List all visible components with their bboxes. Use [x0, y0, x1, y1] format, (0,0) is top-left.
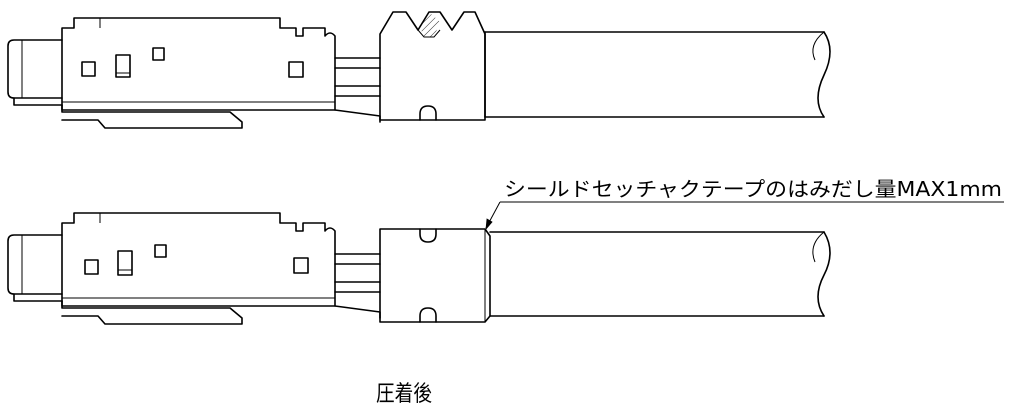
note-label: シールドセッチャクテープのはみだし量MAX1mm: [504, 177, 1002, 201]
note-leader: [485, 201, 1004, 231]
wire-leads-top: [334, 57, 381, 123]
connector-assembly-top: [7, 11, 831, 129]
caption-label: 圧着後: [376, 382, 432, 407]
cable-top: [484, 31, 831, 118]
wire-leads-bottom: [334, 253, 381, 319]
crimp-ferrule-top: [379, 11, 486, 121]
connector-assembly-bottom: [7, 201, 1004, 325]
cable-bottom: [489, 231, 831, 317]
crimp-ferrule-bottom: [379, 228, 491, 323]
plug-tip-bottom: [7, 234, 63, 302]
housing-body-top: [61, 17, 336, 129]
plug-tip-top: [7, 39, 63, 106]
housing-body-bottom: [61, 212, 336, 325]
